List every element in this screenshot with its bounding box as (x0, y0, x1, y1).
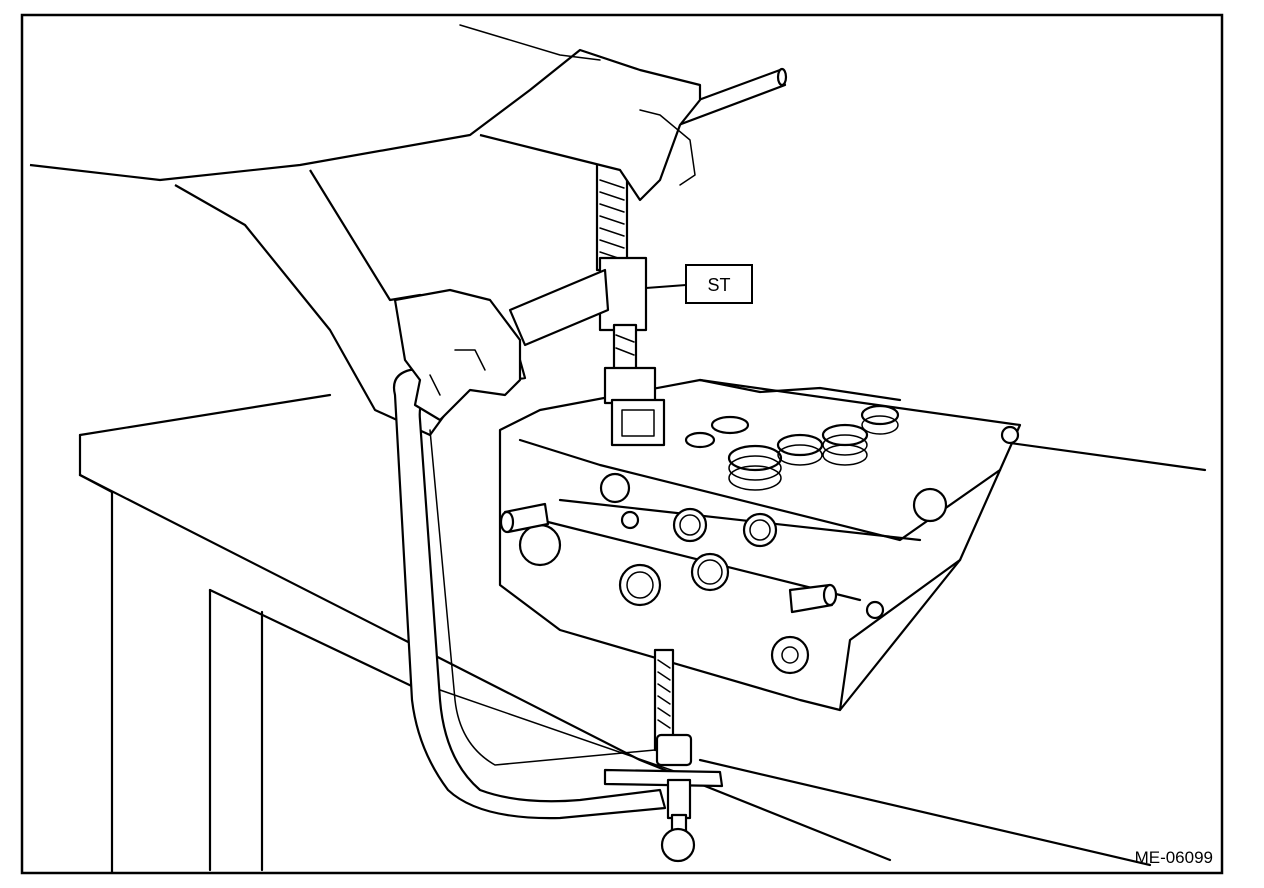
cylinder-head (498, 378, 1022, 712)
left-hand (393, 288, 522, 422)
c-clamp (392, 358, 724, 863)
right-arm (29, 24, 702, 202)
callout-leader-line (645, 284, 687, 289)
callout-box (685, 264, 753, 304)
figure-id: ME-06099 (1135, 848, 1213, 867)
callout-label: ST (707, 275, 730, 295)
